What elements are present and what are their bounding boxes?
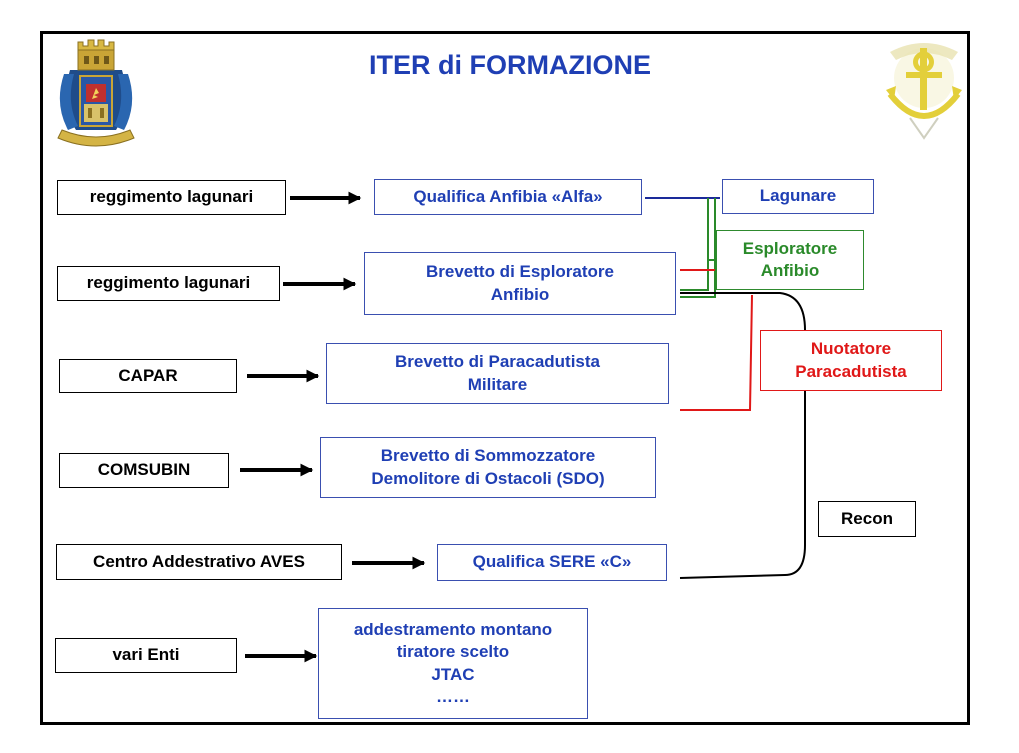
lagunari-anchor-emblem-icon — [886, 43, 962, 140]
result-recon: Recon — [818, 501, 916, 537]
course-brevetto-paracadutista-militare: Brevetto di Paracadutista Militare — [326, 343, 669, 404]
result-lagunare: Lagunare — [722, 179, 874, 214]
course-qualifica-sere-c: Qualifica SERE «C» — [437, 544, 667, 581]
source-reggimento-lagunari-2: reggimento lagunari — [57, 266, 280, 301]
line-esploratore — [680, 198, 716, 298]
source-comsubin: COMSUBIN — [59, 453, 229, 488]
course-addestramento-montano-list: addestramento montano tiratore scelto JT… — [318, 608, 588, 719]
source-capar: CAPAR — [59, 359, 237, 393]
source-centro-addestrativo-aves: Centro Addestrativo AVES — [56, 544, 342, 580]
source-reggimento-lagunari-1: reggimento lagunari — [57, 180, 286, 215]
result-esploratore-anfibio: Esploratore Anfibio — [716, 230, 864, 290]
course-brevetto-esploratore-anfibio: Brevetto di Esploratore Anfibio — [364, 252, 676, 315]
army-coat-of-arms-icon — [57, 39, 135, 147]
page-title: ITER di FORMAZIONE — [369, 50, 651, 80]
line-recon — [679, 292, 806, 579]
source-vari-enti: vari Enti — [55, 638, 237, 673]
line-nuotatore — [680, 269, 753, 411]
result-nuotatore-paracadutista: Nuotatore Paracadutista — [760, 330, 942, 391]
course-qualifica-anfibia-alfa: Qualifica Anfibia «Alfa» — [374, 179, 642, 215]
course-brevetto-sommozzatore-sdo: Brevetto di Sommozzatore Demolitore di O… — [320, 437, 656, 498]
